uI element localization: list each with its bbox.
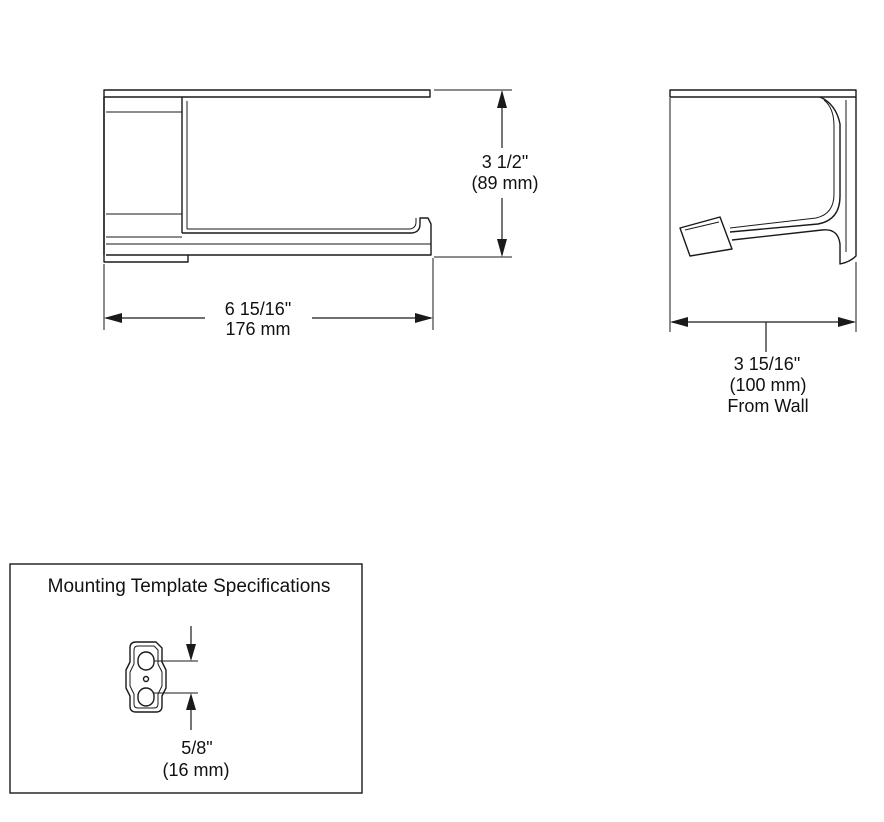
side-depth-imperial: 3 15/16" — [734, 354, 800, 374]
mounting-template-title: Mounting Template Specifications — [48, 576, 331, 597]
template-spacing-imperial: 5/8" — [181, 738, 212, 758]
side-depth-note: From Wall — [727, 396, 808, 416]
side-view: 3 15/16" (100 mm) From Wall — [669, 89, 857, 416]
template-spacing-metric: (16 mm) — [163, 760, 230, 780]
front-width-imperial: 6 15/16" — [225, 299, 291, 319]
front-width-dimension: 6 15/16" 176 mm — [104, 299, 433, 339]
front-width-metric: 176 mm — [225, 319, 290, 339]
side-view-outline — [669, 89, 857, 265]
front-view: 6 15/16" 176 mm 3 1/2" (89 mm) — [103, 89, 539, 339]
front-height-metric: (89 mm) — [472, 173, 539, 193]
side-depth-metric: (100 mm) — [729, 375, 806, 395]
front-height-dimension: 3 1/2" (89 mm) — [472, 90, 539, 257]
side-depth-dimension: 3 15/16" (100 mm) From Wall — [670, 317, 856, 416]
mounting-template-plate — [125, 641, 167, 713]
mounting-template-panel: Mounting Template Specifications 5/8" (1… — [9, 563, 363, 794]
front-height-imperial: 3 1/2" — [482, 152, 528, 172]
front-view-outline — [103, 89, 432, 263]
template-spacing-dimension: 5/8" (16 mm) — [154, 626, 230, 780]
